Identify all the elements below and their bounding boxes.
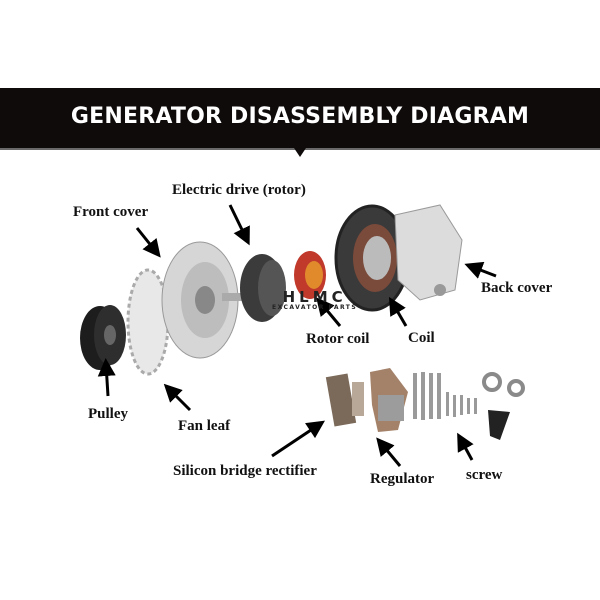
screws-part xyxy=(413,372,525,440)
label-back-cover: Back cover xyxy=(481,280,553,296)
arrow-regulator xyxy=(376,437,402,467)
label-regulator: Regulator xyxy=(370,471,435,487)
arrow-fan-leaf xyxy=(163,383,192,412)
label-rotor-coil: Rotor coil xyxy=(306,331,370,347)
back-cover-part xyxy=(394,204,463,301)
rectifier-part xyxy=(325,373,364,427)
label-rectifier: Silicon bridge rectifier xyxy=(173,463,317,479)
label-front-cover: Front cover xyxy=(73,204,149,220)
watermark-logo: HLMC EXCAVATOR PARTS xyxy=(272,288,358,311)
pointer-arrows xyxy=(97,204,497,467)
page-title: GENERATOR DISASSEMBLY DIAGRAM xyxy=(70,104,530,129)
arrow-pulley xyxy=(97,358,116,397)
front-cover-part xyxy=(161,241,239,359)
rotor-part xyxy=(222,254,286,322)
arrow-back-cover xyxy=(464,261,497,279)
arrow-rotor-coil xyxy=(316,297,342,327)
label-screw: screw xyxy=(466,467,503,483)
arrow-coil xyxy=(388,296,408,327)
label-fan-leaf: Fan leaf xyxy=(178,418,231,434)
arrow-rectifier xyxy=(271,420,325,458)
arrow-front-cover xyxy=(135,227,161,258)
coil-part xyxy=(334,204,410,312)
regulator-part xyxy=(370,368,408,432)
label-coil: Coil xyxy=(408,330,435,346)
arrow-screw xyxy=(457,432,474,461)
banner-pointer xyxy=(294,148,306,157)
arrow-rotor xyxy=(228,204,250,246)
label-pulley: Pulley xyxy=(88,406,128,422)
title-banner: GENERATOR DISASSEMBLY DIAGRAM xyxy=(0,88,600,150)
label-rotor: Electric drive (rotor) xyxy=(172,182,306,198)
fan-leaf-part xyxy=(126,268,170,376)
rotor-coil-part xyxy=(294,251,326,299)
pulley-part xyxy=(80,305,126,370)
